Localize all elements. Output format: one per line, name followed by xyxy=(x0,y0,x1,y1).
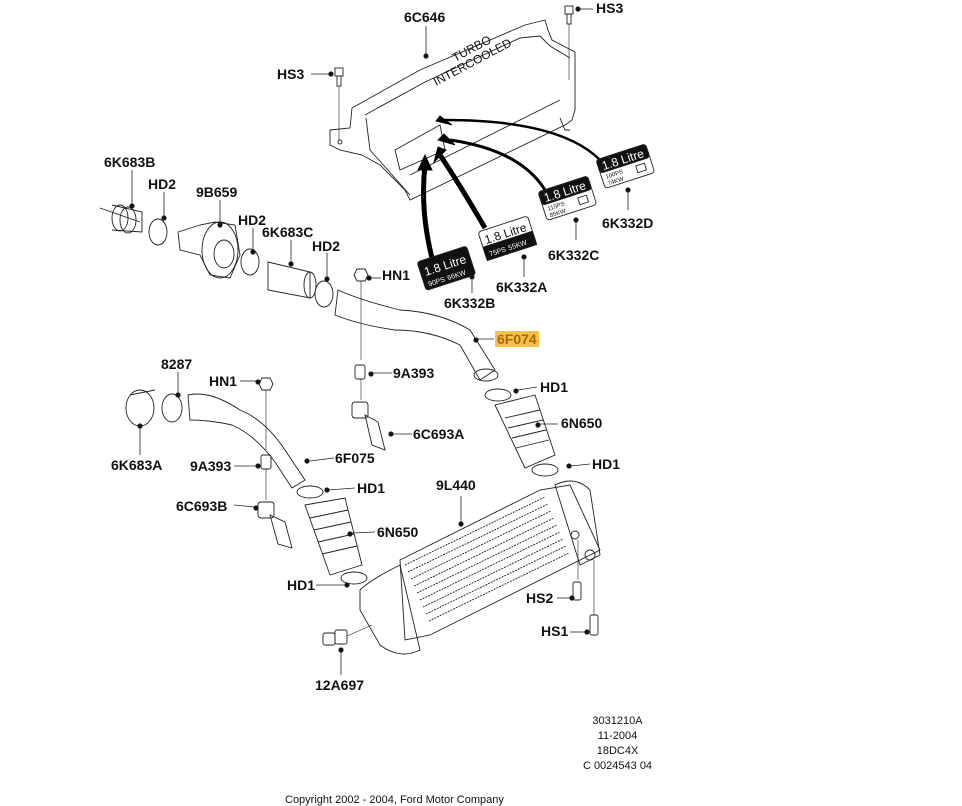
drawing-number: 3031210A xyxy=(592,715,643,727)
callout-hd1-e[interactable]: HD1 xyxy=(287,577,316,593)
leader-lines xyxy=(129,6,631,675)
callout-6k683a[interactable]: 6K683A xyxy=(111,457,163,473)
callout-hd2-b[interactable]: HD2 xyxy=(238,212,267,228)
clamp-hd2-c-part xyxy=(314,280,334,308)
bracket-6c693b-part xyxy=(257,501,293,549)
copyright-notice: Copyright 2002 - 2004, Ford Motor Compan… xyxy=(285,794,504,806)
callout-8287[interactable]: 8287 xyxy=(161,356,193,372)
pipe-6f074-part xyxy=(334,289,499,382)
drawing-meta: 3031210A 11-2004 18DC4X C 0024543 04 xyxy=(570,714,665,774)
bolt-hs3-left-part xyxy=(334,67,344,140)
catalogue-ref: C 0024543 04 xyxy=(582,760,653,772)
pipe-6k683b-part xyxy=(99,204,143,234)
callout-6c693a[interactable]: 6C693A xyxy=(413,426,465,442)
sensor-12a697-part xyxy=(322,624,373,646)
callout-9l440[interactable]: 9L440 xyxy=(436,477,476,493)
callout-hn1-lower[interactable]: HN1 xyxy=(209,373,238,389)
clamp-hd1-d-part xyxy=(340,571,368,585)
pipe-9b659-part xyxy=(177,221,241,279)
callout-6f074[interactable]: 6F074 xyxy=(495,331,539,347)
callout-6k332a[interactable]: 6K332A xyxy=(496,279,548,295)
clamp-hd1-b-part xyxy=(531,463,559,477)
badge-6k332a: 1.8 Litre 75PS 55KW xyxy=(478,216,538,262)
callout-hd1-c[interactable]: HD1 xyxy=(592,456,621,472)
svg-text:115PS: 115PS xyxy=(547,201,566,212)
callout-9a393-left[interactable]: 9A393 xyxy=(190,458,232,474)
callout-hs1[interactable]: HS1 xyxy=(541,623,569,639)
callout-6k683c[interactable]: 6K683C xyxy=(262,224,314,240)
bolt-hs3-right-part xyxy=(564,5,574,80)
hose-6n650-right-part xyxy=(494,394,556,469)
hose-6n650-left-part xyxy=(304,497,363,576)
seal-8287-part xyxy=(161,393,183,423)
mount-9a393-right-part xyxy=(354,364,366,400)
nut-hn1-upper-part xyxy=(353,268,369,360)
callout-hs3-right[interactable]: HS3 xyxy=(596,0,624,16)
clamp-hd1-a-part xyxy=(484,388,512,402)
callout-6k332b[interactable]: 6K332B xyxy=(444,295,496,311)
callout-6n650-right[interactable]: 6N650 xyxy=(561,415,603,431)
callout-6n650-left[interactable]: 6N650 xyxy=(377,524,419,540)
callout-6c693b[interactable]: 6C693B xyxy=(176,498,228,514)
callout-hd2-c[interactable]: HD2 xyxy=(312,238,341,254)
badge-6k332d: 1.8 Litre 100PS 74KW xyxy=(596,144,655,189)
callout-6f075[interactable]: 6F075 xyxy=(335,450,375,466)
callout-9b659[interactable]: 9B659 xyxy=(196,184,238,200)
clamp-hd2-b-part xyxy=(240,248,260,276)
callout-6k332c[interactable]: 6K332C xyxy=(548,247,600,263)
svg-text:74KW: 74KW xyxy=(607,176,625,187)
clamp-hd2-a-part xyxy=(148,218,168,246)
bolt-hs1-part xyxy=(589,614,599,636)
pipe-6f075-part xyxy=(187,393,306,489)
callout-hd2-a[interactable]: HD2 xyxy=(148,176,177,192)
svg-text:85KW: 85KW xyxy=(549,208,567,219)
badge-arrows xyxy=(417,115,601,259)
callout-hd1-a[interactable]: HD1 xyxy=(540,379,569,395)
badge-6k332c: 1.8 Litre 115PS 85KW xyxy=(538,176,597,221)
clamp-hd1-c-part xyxy=(296,485,324,499)
svg-text:100PS: 100PS xyxy=(605,169,624,180)
callout-hn1-upper[interactable]: HN1 xyxy=(382,267,411,283)
model-code: 18DC4X xyxy=(596,745,639,757)
engine-cover-part xyxy=(329,19,576,201)
intercooler-9l440-part xyxy=(359,480,601,655)
pipe-6k683c-part xyxy=(267,261,317,299)
nut-hn1-lower-part xyxy=(258,377,274,450)
callout-6c646[interactable]: 6C646 xyxy=(404,9,446,25)
drawing-date: 11-2004 xyxy=(597,730,638,742)
callout-12a697[interactable]: 12A697 xyxy=(315,677,365,693)
bracket-6c693a-part xyxy=(351,401,386,451)
mount-9a393-left-part xyxy=(260,454,272,500)
callout-hd1-b[interactable]: HD1 xyxy=(357,480,386,496)
callout-hs2[interactable]: HS2 xyxy=(526,590,554,606)
bolt-hs2-part xyxy=(572,581,582,601)
pipe-6k683a-part xyxy=(125,389,156,427)
badge-6k332b: 1.8 Litre 90PS 66KW xyxy=(417,246,476,291)
callout-6k683b[interactable]: 6K683B xyxy=(104,154,156,170)
callout-6k332d[interactable]: 6K332D xyxy=(602,215,654,231)
callout-9a393-right[interactable]: 9A393 xyxy=(393,365,435,381)
callout-hs3-left[interactable]: HS3 xyxy=(277,66,305,82)
